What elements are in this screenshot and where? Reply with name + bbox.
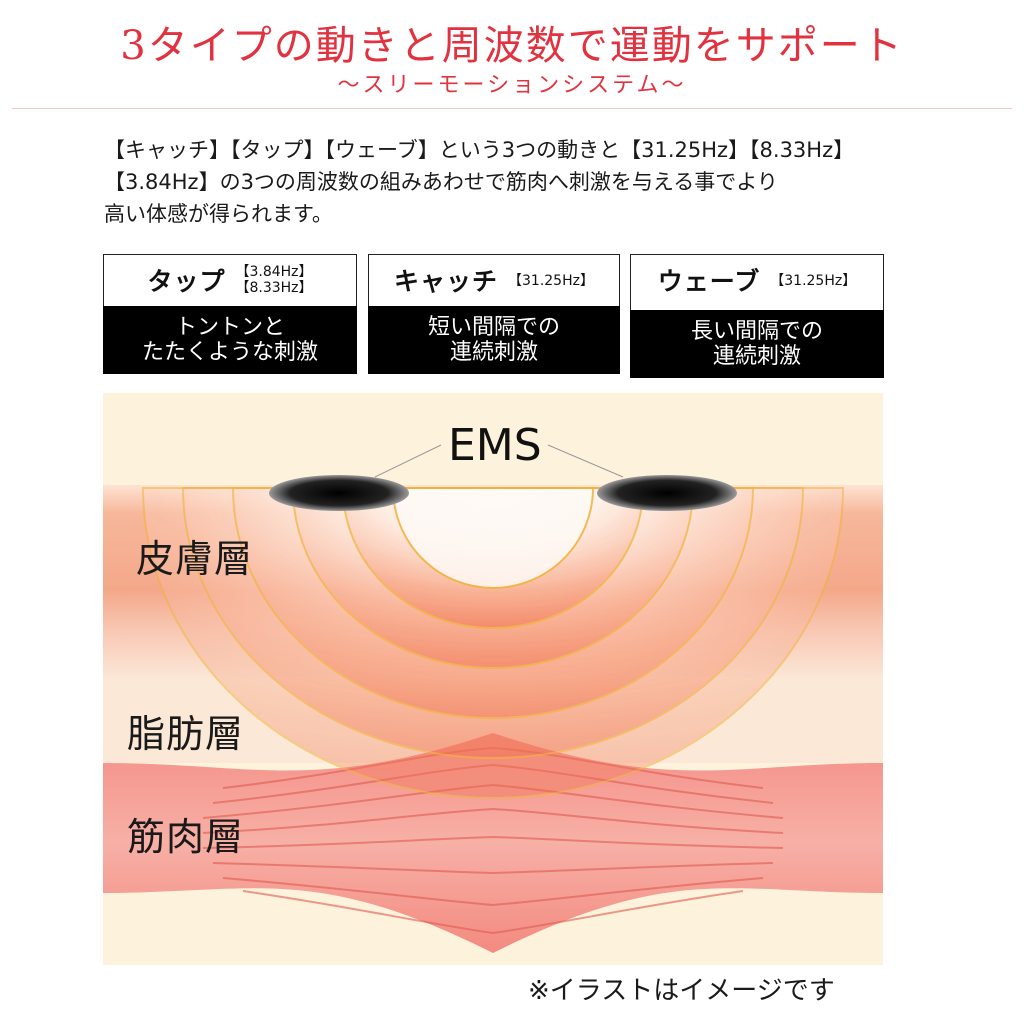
- intro-line: 【キャッチ】【タップ】【ウェーブ】という3つの動きと【31.25Hz】【8.33…: [104, 138, 855, 162]
- mode-frequency: 【3.84Hz】: [235, 264, 313, 280]
- mode-name: ウェーブ: [657, 267, 761, 296]
- mode-name: タップ: [147, 267, 226, 296]
- fat-layer-label: 脂肪層: [127, 712, 245, 756]
- mode-description-line: たたくような刺激: [141, 340, 318, 365]
- mode-card-wave: ウェーブ 【31.25Hz】 長い間隔での 連続刺激: [630, 254, 884, 378]
- mode-frequencies: 【3.84Hz】 【8.33Hz】: [235, 264, 312, 296]
- page-title: 3タイプの動きと周波数で運動をサポート: [120, 23, 904, 69]
- mode-name: キャッチ: [394, 267, 499, 296]
- ems-electrode-left: [269, 475, 409, 511]
- mode-description-line: 長い間隔での: [690, 319, 823, 344]
- mode-frequency: 【8.33Hz】: [235, 280, 313, 296]
- skin-layer-label: 皮膚層: [136, 537, 254, 581]
- mode-description-line: 短い間隔での: [427, 315, 560, 340]
- header-divider: [12, 108, 1012, 109]
- ems-leader-line: [547, 444, 624, 478]
- mode-card-header: タップ 【3.84Hz】 【8.33Hz】: [104, 255, 356, 305]
- mode-description: 短い間隔での 連続刺激: [368, 306, 620, 374]
- intro-line: 高い体感が得られます。: [104, 202, 333, 226]
- mode-description: 長い間隔での 連続刺激: [630, 310, 884, 378]
- page-subtitle: 〜スリーモーションシステム〜: [337, 73, 687, 98]
- ems-leader-line: [374, 444, 442, 478]
- mode-card-header: ウェーブ 【31.25Hz】: [631, 255, 883, 305]
- ems-label: EMS: [448, 420, 542, 471]
- intro-paragraph: 【キャッチ】【タップ】【ウェーブ】という3つの動きと【31.25Hz】【8.33…: [104, 134, 924, 230]
- mode-frequency: 【31.25Hz】: [770, 273, 857, 289]
- muscle-layer-band: [103, 733, 883, 953]
- mode-frequency: 【31.25Hz】: [508, 273, 594, 289]
- ems-waves: [141, 487, 845, 799]
- mode-card-header: キャッチ 【31.25Hz】: [369, 255, 619, 305]
- illustration-footnote: ※イラストはイメージです: [528, 976, 835, 1006]
- mode-description: トントンと たたくような刺激: [103, 306, 357, 374]
- mode-description-line: トントンと: [174, 315, 285, 340]
- muscle-layer-label: 筋肉層: [127, 815, 245, 859]
- mode-card-tap: タップ 【3.84Hz】 【8.33Hz】 トントンと たたくような刺激: [103, 254, 357, 374]
- mode-description-line: 連続刺激: [449, 340, 538, 365]
- intro-line: 【3.84Hz】の3つの周波数の組みあわせで筋肉へ刺激を与える事でより: [104, 170, 778, 194]
- ems-layer-diagram: [103, 393, 883, 965]
- mode-description-line: 連続刺激: [712, 344, 801, 369]
- ems-electrode-right: [597, 475, 737, 511]
- mode-card-catch: キャッチ 【31.25Hz】 短い間隔での 連続刺激: [368, 254, 620, 374]
